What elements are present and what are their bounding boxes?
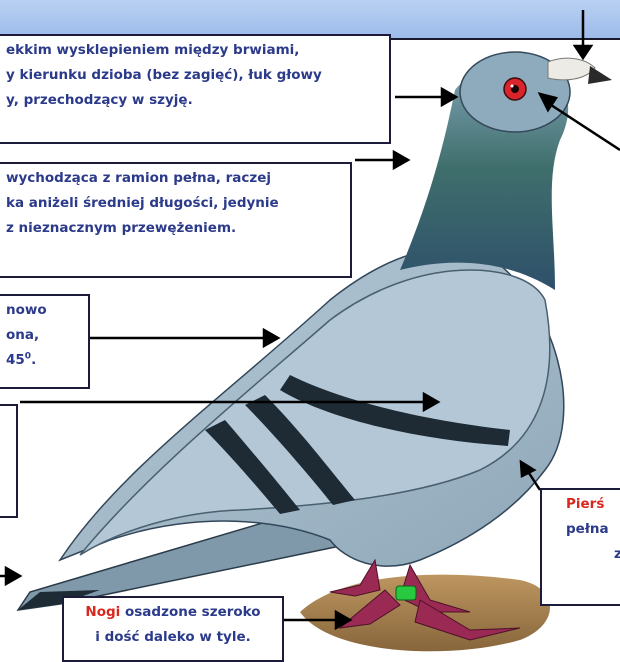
neck-line-3: z nieznacznym przewężeniem. [6,216,342,241]
neck-line-2: ka aniżeli średniej długości, jedynie [6,191,342,216]
neck-line-1: wychodząca z ramion pełna, raczej [6,166,342,191]
back-angle-value: 45 [6,352,25,368]
legs-line-2: i dość daleko w tyle. [72,625,274,650]
legs-description-box: Nogi osadzone szeroko i dość daleko w ty… [62,596,284,662]
chest-line-1: pełna [566,517,620,542]
back-line-3: 450. [6,348,80,373]
pigeon-beak [588,66,612,84]
head-description-box: ekkim wysklepieniem między brwiami, y ki… [0,34,391,144]
head-line-2: y kierunku dzioba (bez zagięć), łuk głow… [6,63,381,88]
legs-line-1: Nogi osadzone szeroko [72,600,274,625]
back-line-1: nowo [6,298,80,323]
leg-ring [396,586,416,600]
neck-description-box: wychodząca z ramion pełna, raczej ka ani… [0,162,352,278]
legs-title-rest: osadzone szeroko [120,604,260,620]
chest-title: Pierś [566,492,620,517]
chest-line-2: z [566,542,620,567]
chest-description-box: Pierś pełna z [540,488,620,606]
wing-description-box [0,404,18,518]
legs-title: Nogi [85,604,120,620]
pigeon-cere [548,58,595,80]
head-line-1: ekkim wysklepieniem między brwiami, [6,38,381,63]
back-angle-period: . [31,352,36,368]
head-line-3: y, przechodzący w szyję. [6,88,381,113]
back-description-box: nowo ona, 450. [0,294,90,389]
back-line-2: ona, [6,323,80,348]
